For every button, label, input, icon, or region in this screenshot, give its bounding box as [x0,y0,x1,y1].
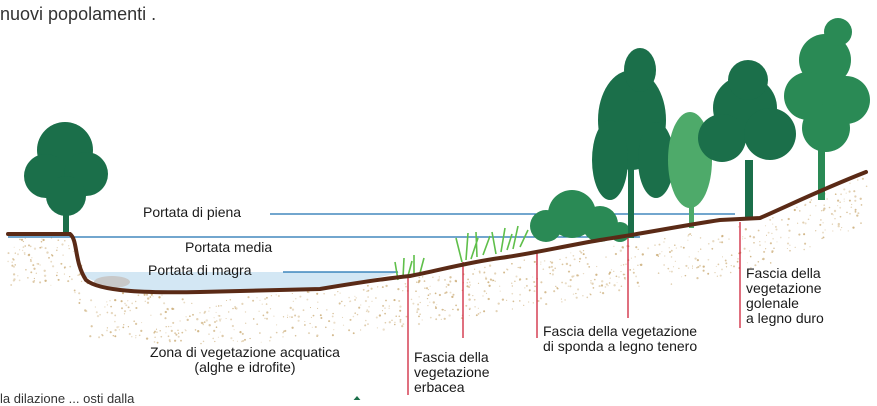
ash-tree-right [784,18,870,200]
tree-left-bank [24,122,108,232]
shrub-bank [530,190,630,242]
intro-text-fragment: nuovi popolamenti . [0,4,157,24]
herbaceous-line1: Fascia della [414,349,489,365]
low-level-label: Portata di magra [148,262,252,278]
herbaceous-zone-label: Fascia della vegetazione erbacea [414,350,490,395]
herbaceous-line3: erbacea [414,379,465,395]
bottom-text-fragment: la dilazione ... osti dalla [0,391,135,406]
soil-texture [7,177,868,345]
medium-level-label: Portata media [185,239,273,255]
hardwood-line4: a legno duro [746,310,824,326]
softwood-line2: di sponda a legno tenero [543,338,698,354]
hardwood-zone-label: Fascia della vegetazione golenale a legn… [746,266,824,326]
zone-markers [407,222,741,395]
hardwood-line1: Fascia della [746,265,821,281]
hardwood-line3: golenale [746,295,799,311]
oak-tree-middle [698,60,796,218]
softwood-line1: Fascia della vegetazione [543,323,698,339]
small-conifer-icon [353,396,361,400]
hardwood-line2: vegetazione [746,280,822,296]
ground-profile [6,170,868,295]
herbaceous-line2: vegetazione [414,364,490,380]
flood-level-label: Portata di piena [143,204,242,220]
willow-tree [592,48,674,238]
softwood-zone-label: Fascia della vegetazione di sponda a leg… [543,324,697,354]
aquatic-zone-line1: Zona di vegetazione acquatica [150,344,340,360]
aquatic-zone-label: Zona di vegetazione acquatica (alghe e i… [110,345,380,375]
aquatic-zone-line2: (alghe e idrofite) [194,359,296,375]
herbaceous-grass [394,225,529,281]
